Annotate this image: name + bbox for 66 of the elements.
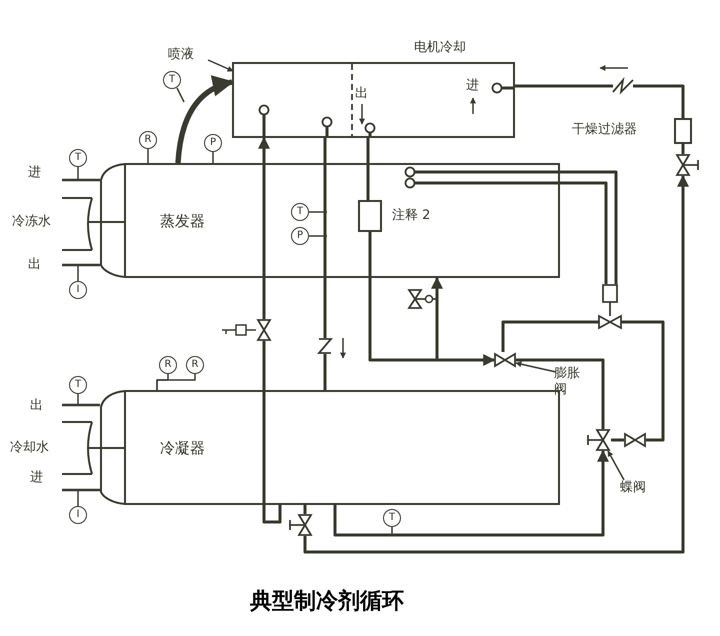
leader-arrow (208, 59, 234, 72)
gauge-stem (176, 88, 185, 102)
valve (587, 429, 611, 451)
gauge: I (69, 281, 87, 299)
pipe (515, 84, 684, 118)
gauge-stem (309, 235, 327, 237)
pipe (560, 170, 618, 284)
vessel (100, 163, 560, 278)
pipe (366, 138, 370, 200)
gauge-stem (77, 490, 79, 506)
pipe (334, 450, 609, 536)
gauge: T (383, 509, 401, 527)
gauge-stem (391, 527, 393, 535)
valve (256, 319, 272, 341)
component-caption: 干燥过滤器 (572, 122, 637, 138)
component-caption: 注释 2 (392, 208, 430, 224)
gauge: T (69, 376, 87, 394)
pipe (258, 136, 270, 319)
pipe (611, 438, 624, 442)
gauge: T (163, 71, 181, 89)
text-label: 冷却水 (10, 440, 49, 456)
gauge: I (69, 506, 87, 524)
valve (289, 514, 313, 536)
pipe (304, 505, 306, 514)
pipe (682, 144, 684, 154)
valve (624, 432, 646, 448)
text-label: 出 (355, 86, 368, 102)
gauge-stem (212, 152, 214, 163)
caption: 典型制冷剂循环 (250, 588, 404, 616)
gauge: P (204, 134, 222, 152)
annotation-label: 蝶阀 (620, 480, 654, 498)
text-label: 出 (30, 398, 43, 414)
text-label: 出 (28, 257, 41, 273)
gauge: T (69, 149, 87, 167)
gauge: R (139, 131, 157, 149)
gauge-stem (77, 394, 79, 405)
gauge: R (159, 356, 177, 374)
pipe (324, 138, 326, 390)
pipe (304, 174, 689, 554)
gauge: R (186, 356, 204, 374)
gauge-stem (77, 265, 79, 281)
vessel-label: 冷凝器 (160, 440, 205, 456)
pipe (560, 182, 608, 284)
pipe (262, 341, 282, 524)
gauge-stem (147, 149, 149, 163)
pipe (621, 320, 664, 442)
gauge: P (291, 227, 309, 245)
gauge-stem (77, 167, 79, 180)
text-label: 冷冻水 (12, 214, 51, 230)
valve (494, 352, 516, 368)
sight-glass-valve (599, 284, 621, 330)
vessel-label: 蒸发器 (160, 213, 205, 229)
gauge: T (291, 203, 309, 221)
pipe (516, 358, 604, 429)
leader-arrow (607, 450, 625, 480)
leader-arrow (515, 361, 556, 373)
pipe (502, 320, 599, 352)
text-label: 进 (466, 78, 479, 94)
gauge-stem (156, 374, 196, 390)
box-title: 电机冷却 (414, 40, 466, 56)
gauge-stem (309, 211, 327, 213)
text-label: 进 (28, 165, 41, 181)
annotation-label: 喷液 (168, 47, 208, 65)
valve (675, 154, 699, 176)
text-label: 进 (30, 470, 43, 486)
pipe (175, 76, 234, 164)
